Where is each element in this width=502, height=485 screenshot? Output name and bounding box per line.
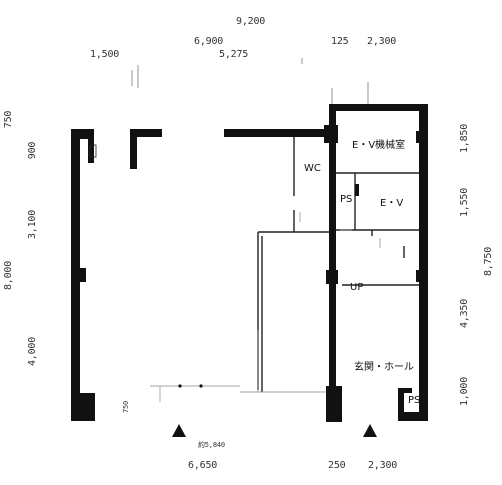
dim-left-4000: 4,000 (27, 336, 39, 367)
dim-bottom-gap: 250 (328, 460, 346, 471)
dim-inner-segment: 5,275 (219, 49, 249, 60)
dim-right-segment: 2,300 (367, 36, 397, 47)
dim-right-1550: 1,550 (459, 187, 471, 218)
dim-gap-segment: 125 (331, 36, 349, 47)
dim-bottom-right: 2,300 (368, 460, 398, 471)
dim-right-1850: 1,850 (459, 123, 471, 154)
dim-bottom-left: 6,650 (188, 460, 218, 471)
entrance-marker-right (363, 424, 377, 437)
interior-lines (257, 137, 419, 392)
walls (71, 104, 428, 422)
dim-right-4350: 4,350 (459, 298, 471, 329)
dim-main-segment: 6,900 (194, 36, 224, 47)
room-wc: WC (304, 163, 321, 174)
dim-left-900: 900 (27, 141, 39, 160)
room-entrance-hall: 玄関・ホール (354, 362, 414, 373)
entrance-marker-left (172, 424, 186, 437)
room-ps-upper: PS (340, 194, 353, 205)
dim-left-750: 750 (3, 110, 15, 129)
dimension-guides (131, 58, 418, 107)
dim-right-1000: 1,000 (459, 376, 471, 407)
dim-total-width: 9,200 (236, 16, 266, 27)
dim-right-total: 8,750 (483, 246, 495, 277)
dim-small-note: 750 (122, 400, 131, 414)
room-ev: E・V (380, 198, 404, 209)
room-up: UP (350, 282, 364, 293)
dim-approx-note: 約5,840 (198, 441, 225, 449)
door-marks (89, 144, 359, 388)
room-ps-lower: PS (408, 395, 421, 406)
interior-hairlines (150, 212, 381, 402)
dim-left-3100: 3,100 (27, 209, 39, 240)
room-ev-machine-room: E・V機械室 (352, 140, 406, 151)
dim-left-total: 8,000 (3, 260, 15, 291)
dim-left-segment: 1,500 (90, 49, 120, 60)
